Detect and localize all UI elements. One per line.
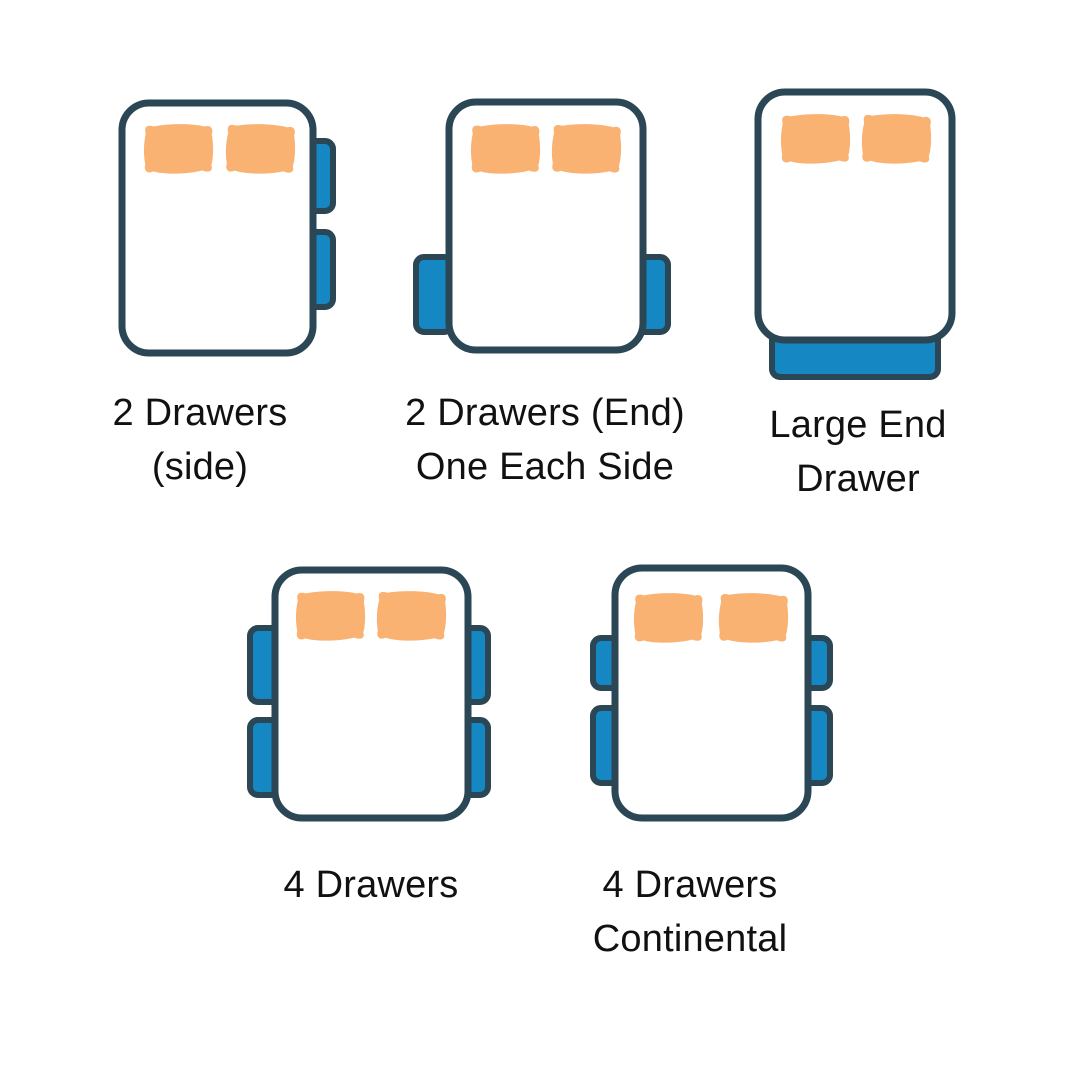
pillow-icon — [295, 590, 366, 642]
bed-icon-large-end-drawer — [754, 88, 956, 380]
pillow-icon — [225, 123, 296, 175]
bed-icon-four-drawers-continental — [590, 564, 833, 822]
label-two-drawers-side: 2 Drawers (side) — [112, 392, 288, 489]
label-large-end-drawer: Large End Drawer — [769, 404, 947, 501]
label-four-drawers-continental: 4 Drawers Continental — [592, 864, 788, 961]
bed-icon-four-drawers — [247, 566, 491, 822]
bed-icon-two-drawers-side — [118, 99, 336, 357]
pillow-icon — [143, 123, 214, 175]
bed-icon-two-drawers-end — [413, 98, 671, 354]
pillow-icon — [551, 123, 622, 175]
pillow-icon — [861, 113, 932, 165]
pillow-icon — [633, 592, 704, 644]
pillow-icon — [376, 590, 447, 642]
pillow-icon — [470, 123, 541, 175]
pillow-icon — [780, 113, 851, 165]
pillow-icon — [718, 592, 789, 644]
label-two-drawers-end: 2 Drawers (End) One Each Side — [405, 392, 685, 489]
label-four-drawers: 4 Drawers — [283, 864, 459, 906]
